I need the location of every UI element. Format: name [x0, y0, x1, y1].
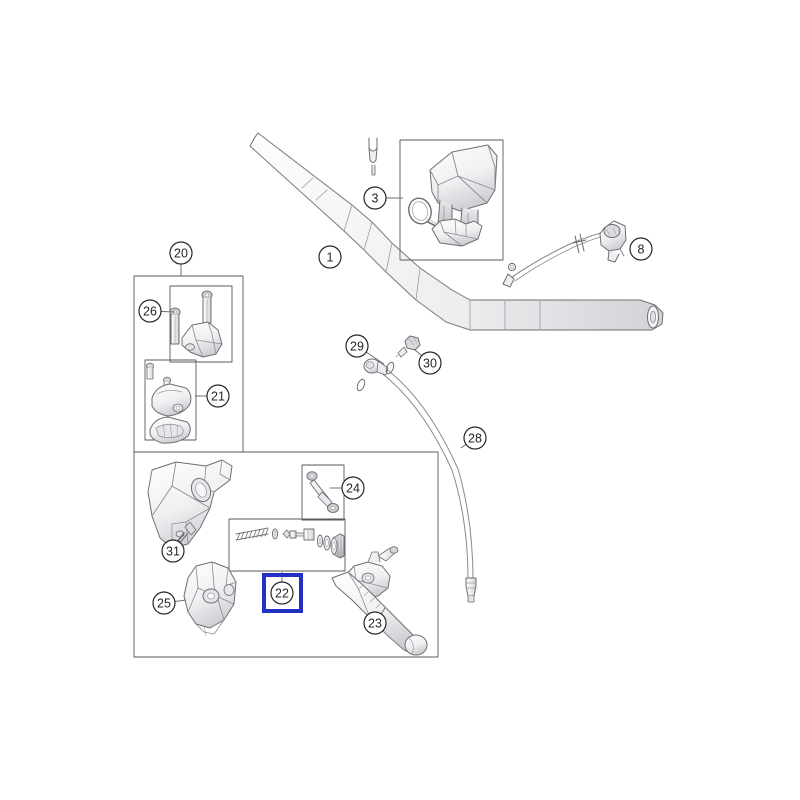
callout-label-24: 24: [346, 482, 360, 496]
callout-label-29: 29: [350, 340, 364, 354]
callout-label-26: 26: [143, 305, 157, 319]
callout-circle-28[interactable]: [463, 426, 487, 450]
callout-circle-20[interactable]: [169, 241, 193, 265]
handlebar-clamp: [181, 321, 223, 358]
callout-layer: 1 3 8 20 21 22 23 24 25 26 28 29 30 31: [138, 186, 653, 635]
callout-label-31: 31: [166, 545, 180, 559]
highlight-box: [262, 573, 303, 613]
sealing-rings: [356, 361, 395, 392]
callout-label-30: 30: [423, 357, 437, 371]
callout-circle-1[interactable]: [318, 245, 342, 269]
callout-26[interactable]: 26: [138, 299, 176, 323]
callout-label-25: 25: [157, 597, 171, 611]
callout-circle-24[interactable]: [341, 476, 365, 500]
callout-22[interactable]: 22: [270, 572, 294, 605]
callout-28[interactable]: 28: [460, 426, 487, 450]
handguard-base: [149, 416, 191, 444]
callout-circle-29[interactable]: [345, 334, 369, 358]
callout-label-23: 23: [368, 617, 382, 631]
kit-washer-small: [271, 528, 279, 540]
repair-kit-contents: [235, 527, 345, 559]
lever-pivot-screw: [306, 471, 339, 513]
callout-circle-30[interactable]: [418, 351, 442, 375]
switch-unit-group: [368, 137, 504, 261]
handguard-shell: [151, 383, 192, 417]
callout-3[interactable]: 3: [363, 186, 403, 210]
callout-label-3: 3: [372, 192, 379, 206]
master-cylinder-cover: [183, 561, 237, 637]
callout-circle-21[interactable]: [206, 384, 230, 408]
callout-label-21: 21: [211, 390, 225, 404]
callout-30[interactable]: 30: [413, 348, 442, 375]
kit-seals: [316, 534, 331, 551]
callout-25[interactable]: 25: [152, 591, 187, 615]
clamp-screws: [169, 290, 213, 345]
callout-circle-26[interactable]: [138, 299, 162, 323]
callout-circle-31[interactable]: [161, 539, 185, 563]
callout-31[interactable]: 31: [161, 532, 189, 563]
wiring-harness: [502, 220, 627, 288]
handguard-screw-a: [145, 362, 154, 380]
callout-1[interactable]: 1: [318, 245, 342, 269]
callout-29[interactable]: 29: [345, 334, 385, 365]
callout-20[interactable]: 20: [169, 241, 193, 276]
callout-circle-22[interactable]: [270, 581, 294, 605]
callout-8[interactable]: 8: [629, 237, 653, 261]
handguard-mount-group-artwork: [133, 275, 244, 453]
hose-banjo-fitting: [363, 358, 389, 376]
kit-spring: [235, 527, 269, 541]
hose-end-fitting: [465, 577, 477, 603]
callout-circle-23[interactable]: [363, 611, 387, 635]
callout-label-28: 28: [468, 432, 482, 446]
handlebar-artwork: [249, 132, 664, 331]
callout-label-20: 20: [174, 247, 188, 261]
callout-24[interactable]: 24: [330, 476, 365, 500]
callout-circle-3[interactable]: [363, 186, 387, 210]
banjo-bolt: [395, 335, 421, 358]
callout-circle-8[interactable]: [629, 237, 653, 261]
brake-hose-group: [356, 335, 477, 603]
callout-label-8: 8: [638, 243, 645, 257]
callout-23[interactable]: 23: [363, 607, 387, 635]
callout-circle-25[interactable]: [152, 591, 176, 615]
master-cylinder-body: [147, 459, 233, 549]
switch-bracket: [431, 218, 483, 247]
callout-label-1: 1: [327, 251, 334, 265]
kit-piston: [282, 528, 315, 541]
callout-label-22: 22: [275, 587, 289, 601]
kit-boot: [330, 533, 345, 559]
callout-21[interactable]: 21: [195, 384, 230, 408]
terminal-pin: [368, 137, 378, 176]
